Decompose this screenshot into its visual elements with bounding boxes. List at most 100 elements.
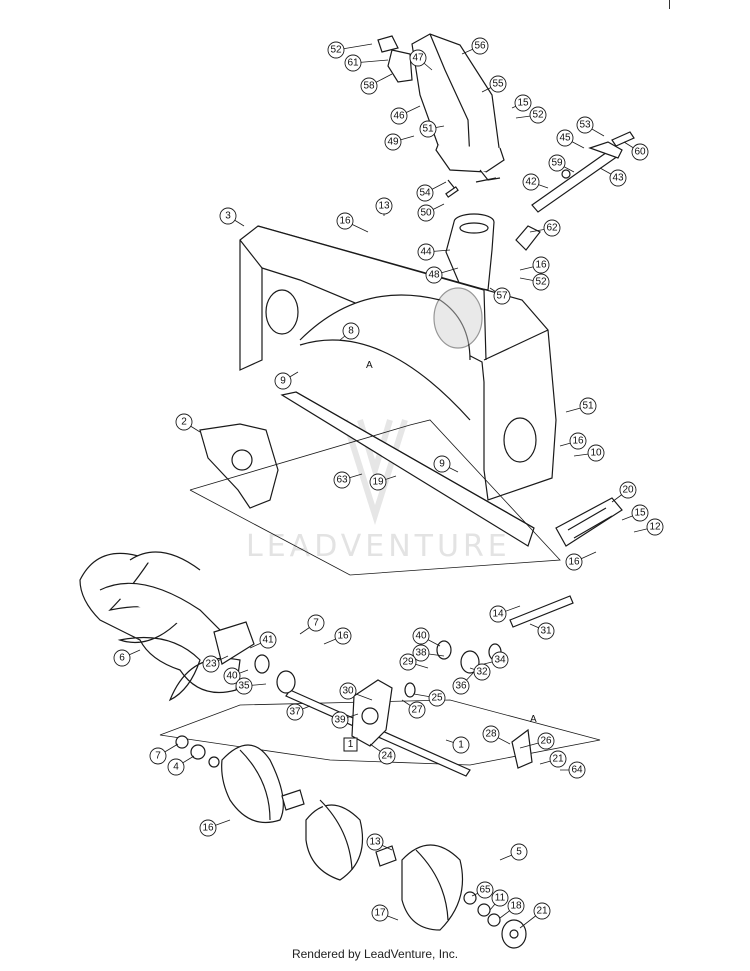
callout-16: 16 bbox=[559, 432, 587, 450]
callout-number: 16 bbox=[337, 631, 349, 642]
callout-15: 15 bbox=[511, 94, 532, 112]
callout-circle bbox=[390, 107, 408, 125]
callout-number: 18 bbox=[510, 901, 522, 912]
callout-circle bbox=[522, 173, 540, 191]
callout-56: 56 bbox=[461, 37, 489, 55]
callout-40: 40 bbox=[412, 627, 441, 647]
callout-circle bbox=[259, 631, 277, 649]
callout-circle bbox=[417, 243, 435, 261]
callout-circle bbox=[371, 904, 389, 922]
callout-number: 14 bbox=[492, 609, 504, 620]
callout-circle bbox=[529, 106, 547, 124]
callout-16: 16 bbox=[199, 819, 231, 837]
callout-16: 16 bbox=[323, 627, 352, 645]
callout-circle bbox=[631, 143, 649, 161]
callout-number: 62 bbox=[546, 223, 558, 234]
callout-52: 52 bbox=[519, 273, 550, 291]
callout-number: 16 bbox=[202, 823, 214, 834]
callout-number: 63 bbox=[336, 475, 348, 486]
callout-number: 15 bbox=[517, 98, 529, 109]
callout-number: 31 bbox=[540, 626, 552, 637]
callout-circle bbox=[409, 49, 427, 67]
callout-13: 13 bbox=[375, 197, 393, 216]
callout-number: 12 bbox=[649, 522, 661, 533]
callout-circle bbox=[175, 413, 193, 431]
callout-circle bbox=[576, 116, 594, 134]
callout-circle bbox=[532, 273, 550, 291]
callout-circle bbox=[433, 455, 451, 473]
callout-13: 13 bbox=[366, 833, 393, 851]
callout-circle bbox=[378, 747, 396, 765]
callout-number: 36 bbox=[455, 681, 467, 692]
callout-number: 27 bbox=[411, 705, 423, 716]
callout-circle bbox=[425, 266, 443, 284]
callout-circle bbox=[507, 897, 525, 915]
callout-65: 65 bbox=[471, 881, 494, 899]
callout-number: 49 bbox=[387, 137, 399, 148]
callout-42: 42 bbox=[522, 173, 549, 191]
callout-16: 16 bbox=[519, 256, 550, 274]
callout-circle bbox=[631, 504, 649, 522]
callout-circle bbox=[476, 881, 494, 899]
callout-27: 27 bbox=[401, 699, 426, 719]
callout-circle bbox=[532, 256, 550, 274]
callout-54: 54 bbox=[416, 181, 447, 202]
callout-2: 2 bbox=[175, 413, 201, 433]
callout-number: 46 bbox=[393, 111, 405, 122]
callout-circle bbox=[491, 889, 509, 907]
callout-28: 28 bbox=[482, 725, 511, 745]
callout-number: 5 bbox=[516, 847, 522, 858]
callout-51: 51 bbox=[565, 397, 597, 415]
reference-letter-2: A bbox=[530, 714, 537, 725]
callout-63: 63 bbox=[333, 471, 363, 489]
callout-32: 32 bbox=[469, 663, 491, 681]
callout-5: 5 bbox=[499, 843, 528, 861]
callout-64: 64 bbox=[560, 761, 586, 779]
callout-8: 8 bbox=[339, 322, 360, 341]
callout-circle bbox=[235, 677, 253, 695]
callout-circle bbox=[399, 653, 417, 671]
callout-3: 3 bbox=[219, 207, 245, 227]
shave-plate bbox=[280, 391, 535, 547]
callout-circle bbox=[428, 689, 446, 707]
callout-circle bbox=[307, 614, 325, 632]
callout-number: 44 bbox=[420, 247, 432, 258]
auger-left bbox=[79, 551, 241, 702]
callout-circle bbox=[334, 627, 352, 645]
callout-12: 12 bbox=[633, 518, 664, 536]
callout-number: 7 bbox=[313, 618, 319, 629]
callout-circle bbox=[331, 711, 349, 729]
chute-crank-bracket bbox=[515, 131, 635, 251]
callout-circle bbox=[202, 655, 220, 673]
idler-bracket bbox=[511, 728, 533, 769]
callout-number: 10 bbox=[590, 448, 602, 459]
callout-circle bbox=[452, 677, 470, 695]
callout-number: 52 bbox=[532, 110, 544, 121]
callout-number: 64 bbox=[571, 765, 583, 776]
callout-number: 40 bbox=[415, 631, 427, 642]
callout-circle bbox=[533, 902, 551, 920]
callout-number: 51 bbox=[582, 401, 594, 412]
callout-circle bbox=[543, 219, 561, 237]
callout-number: 61 bbox=[347, 58, 359, 69]
callout-number: 37 bbox=[289, 707, 301, 718]
callout-41: 41 bbox=[249, 631, 277, 649]
callout-number: 38 bbox=[415, 648, 427, 659]
callout-16: 16 bbox=[336, 212, 369, 233]
callout-7: 7 bbox=[299, 614, 325, 635]
callout-circle bbox=[167, 758, 185, 776]
callout-circle bbox=[286, 703, 304, 721]
callout-number: 52 bbox=[535, 277, 547, 288]
callout-number: 60 bbox=[634, 147, 646, 158]
callout-48: 48 bbox=[425, 266, 459, 284]
bushing-stack bbox=[254, 640, 502, 698]
auger-lower-middle bbox=[305, 799, 364, 881]
callout-number: 30 bbox=[342, 686, 354, 697]
bearing-housing bbox=[199, 423, 279, 509]
callout-number: 51 bbox=[422, 124, 434, 135]
callout-59: 59 bbox=[548, 154, 575, 173]
chute-assembly bbox=[377, 33, 505, 198]
callout-52: 52 bbox=[327, 41, 373, 59]
assembly-box-label: 1 bbox=[343, 737, 358, 752]
callout-23: 23 bbox=[202, 655, 229, 673]
